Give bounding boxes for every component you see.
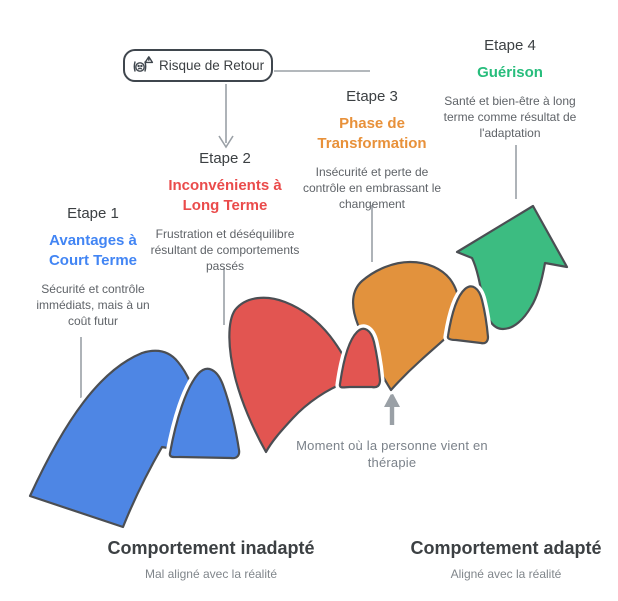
badge-label: Risque de Retour [159,58,265,73]
stage-2-title: Inconvénients à Long Terme [168,177,282,214]
maladaptive-subtitle: Mal aligné avec la réalité [144,567,278,581]
stage-3-title: Phase de Transformation [317,115,427,152]
stage-3-etape: Etape 3 [346,88,398,105]
stage-2-description: Frustration et déséquilibre résultant de… [150,227,300,273]
stage-4-etape: Etape 4 [484,37,536,54]
therapy-moment-arrow-icon [384,392,400,425]
stage-3-description: Insécurité et perte de contrôle en embra… [302,165,442,211]
risk-of-return-badge: Risque de Retour [123,49,273,82]
bottom-label-adaptive: Comportement adapté Aligné avec la réali… [366,538,618,581]
therapy-moment-caption: Moment où la personne vient en thérapie [296,438,488,470]
wave-curl-orange [446,285,490,345]
adaptive-title: Comportement adapté [410,538,602,558]
badge-arrowhead-icon [218,135,234,149]
maladaptive-title: Comportement inadapté [107,538,315,558]
stage-4-description: Santé et bien-être à long terme comme ré… [443,94,577,140]
bottom-label-maladaptive: Comportement inadapté Mal aligné avec la… [71,538,351,581]
stage-4-title: Guérison [477,64,543,81]
stage-1-description: Sécurité et contrôle immédiats, mais à u… [36,282,150,328]
stage-4: Etape 4 Guérison Santé et bien-être à lo… [430,37,590,141]
adaptive-subtitle: Aligné avec la réalité [450,567,562,581]
stage-3: Etape 3 Phase de Transformation Insécuri… [292,88,452,212]
stage-2-etape: Etape 2 [199,150,251,167]
stage-1: Etape 1 Avantages à Court Terme Sécurité… [13,205,173,329]
stage-1-etape: Etape 1 [67,205,119,222]
risk-alert-icon [132,55,154,77]
stage-1-title: Avantages à Court Terme [48,232,138,269]
wave-segment-red [228,296,354,454]
wave-curl-red [338,327,382,389]
stage-2: Etape 2 Inconvénients à Long Terme Frust… [145,150,305,274]
wave-curl-blue [168,367,241,460]
